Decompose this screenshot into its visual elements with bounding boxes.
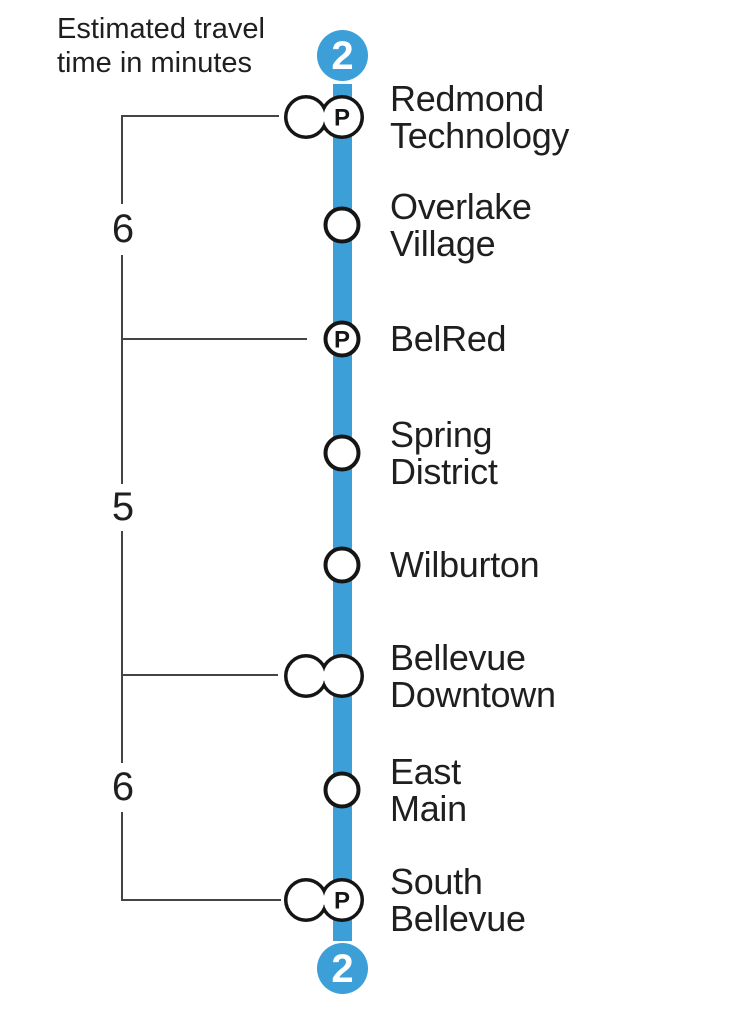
travel-time-value: 5 [111, 485, 135, 529]
station-label-south-bellevue: South Bellevue [390, 861, 526, 939]
parking-icon: P [334, 888, 350, 915]
station-marker-standard [323, 546, 361, 584]
station-label-bellevue-downtown: Bellevue Downtown [390, 637, 556, 715]
station-label-spring-district: Spring District [390, 414, 498, 492]
station-marker-interchange: P [284, 878, 364, 922]
station-label-belred: BelRed [390, 318, 507, 359]
parking-icon: P [334, 105, 350, 132]
station-marker-standard [323, 771, 361, 809]
station-label-overlake-village: Overlake Village [390, 186, 532, 264]
station-label-redmond-technology: Redmond Technology [390, 78, 570, 156]
line-badge-top-icon: 2 [317, 30, 368, 81]
bracket-tick [121, 674, 278, 676]
line-badge-bottom-icon: 2 [317, 943, 368, 994]
station-marker-standard [323, 434, 361, 472]
bracket-tick [121, 338, 307, 340]
legend-text: Estimated travel time in minutes [57, 13, 265, 79]
station-label-wilburton: Wilburton [390, 544, 540, 585]
station-marker-interchange: P [284, 95, 364, 139]
station-label-east-main: East Main [390, 751, 467, 829]
line-badge-number: 2 [331, 946, 354, 991]
travel-time-value: 6 [111, 207, 135, 251]
bracket-segment [121, 812, 123, 901]
bracket-tick [121, 899, 281, 901]
parking-icon: P [334, 327, 350, 354]
travel-time-value: 6 [111, 765, 135, 809]
line-badge-number: 2 [331, 33, 354, 78]
station-marker-standard: P [323, 320, 361, 358]
bracket-tick [121, 115, 279, 117]
bracket-segment [121, 115, 123, 204]
bracket-segment [121, 531, 123, 763]
station-marker-interchange [284, 654, 364, 698]
station-marker-standard [323, 206, 361, 244]
bracket-segment [121, 255, 123, 484]
route-line [333, 84, 352, 941]
